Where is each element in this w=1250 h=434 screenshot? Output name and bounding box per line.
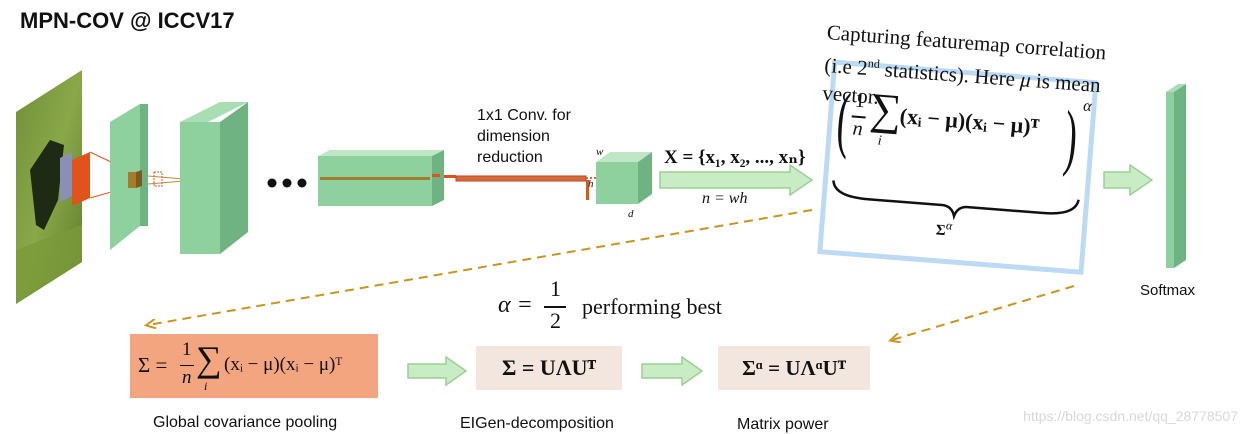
feature-block	[318, 150, 456, 206]
alpha-note: α = 1 2 performing best	[498, 276, 722, 333]
step-arrow-2	[641, 355, 704, 387]
flow-arrow-1	[659, 163, 814, 197]
dim-h: h	[588, 178, 594, 190]
dim-w: w	[596, 146, 604, 158]
covariance-panel	[817, 59, 1099, 275]
softmax-bar	[1166, 84, 1186, 268]
softmax-label: Softmax	[1140, 282, 1196, 299]
caption-covariance: Global covariance pooling	[153, 414, 338, 431]
set-formula: X = {x₁, x₂, ..., xₙ}	[664, 147, 806, 168]
conv-kernel	[72, 152, 90, 206]
conv-block-2	[180, 102, 248, 254]
step-arrow-1	[407, 355, 468, 387]
reduced-tensor	[596, 152, 652, 204]
receptive-field	[60, 152, 72, 202]
dashed-arrow-left	[148, 209, 813, 325]
conv1x1-bar	[455, 175, 587, 182]
dim-d: d	[628, 208, 634, 220]
flow-arrow-2	[1103, 163, 1154, 197]
main-formula: ( 1 n ∑ i (xᵢ − μ)(xᵢ − μ)ᵀ ) α	[834, 78, 1093, 179]
ellipsis-dot	[297, 178, 307, 188]
input-image	[16, 70, 82, 304]
ellipsis-dot	[267, 178, 277, 188]
underbrace	[832, 180, 1080, 221]
ellipsis-dot	[282, 178, 292, 188]
caption-eigen: EIGen-decomposition	[460, 415, 614, 432]
page-title: MPN-COV @ ICCV17	[20, 8, 235, 33]
step-box-covariance: Σ = 1 n ∑ i (xᵢ − μ)(xᵢ − μ)ᵀ	[130, 334, 378, 398]
conv-block-1	[110, 104, 148, 250]
conv1x1-label: 1x1 Conv. for dimension reduction	[477, 107, 571, 166]
caption-matrix-power: Matrix power	[737, 416, 829, 433]
bird-silhouette	[30, 140, 64, 230]
step-box-eigen: Σ = UΛUᵀ	[476, 346, 622, 390]
underbrace-label: Σα	[935, 218, 953, 240]
dashed-arrow-right	[892, 285, 1075, 340]
step-box-matrix-power: Σᵅ = UΛᵅUᵀ	[718, 346, 870, 390]
watermark: https://blog.csdn.net/qq_28778507	[1023, 408, 1238, 424]
n-formula: n = wh	[702, 190, 748, 207]
